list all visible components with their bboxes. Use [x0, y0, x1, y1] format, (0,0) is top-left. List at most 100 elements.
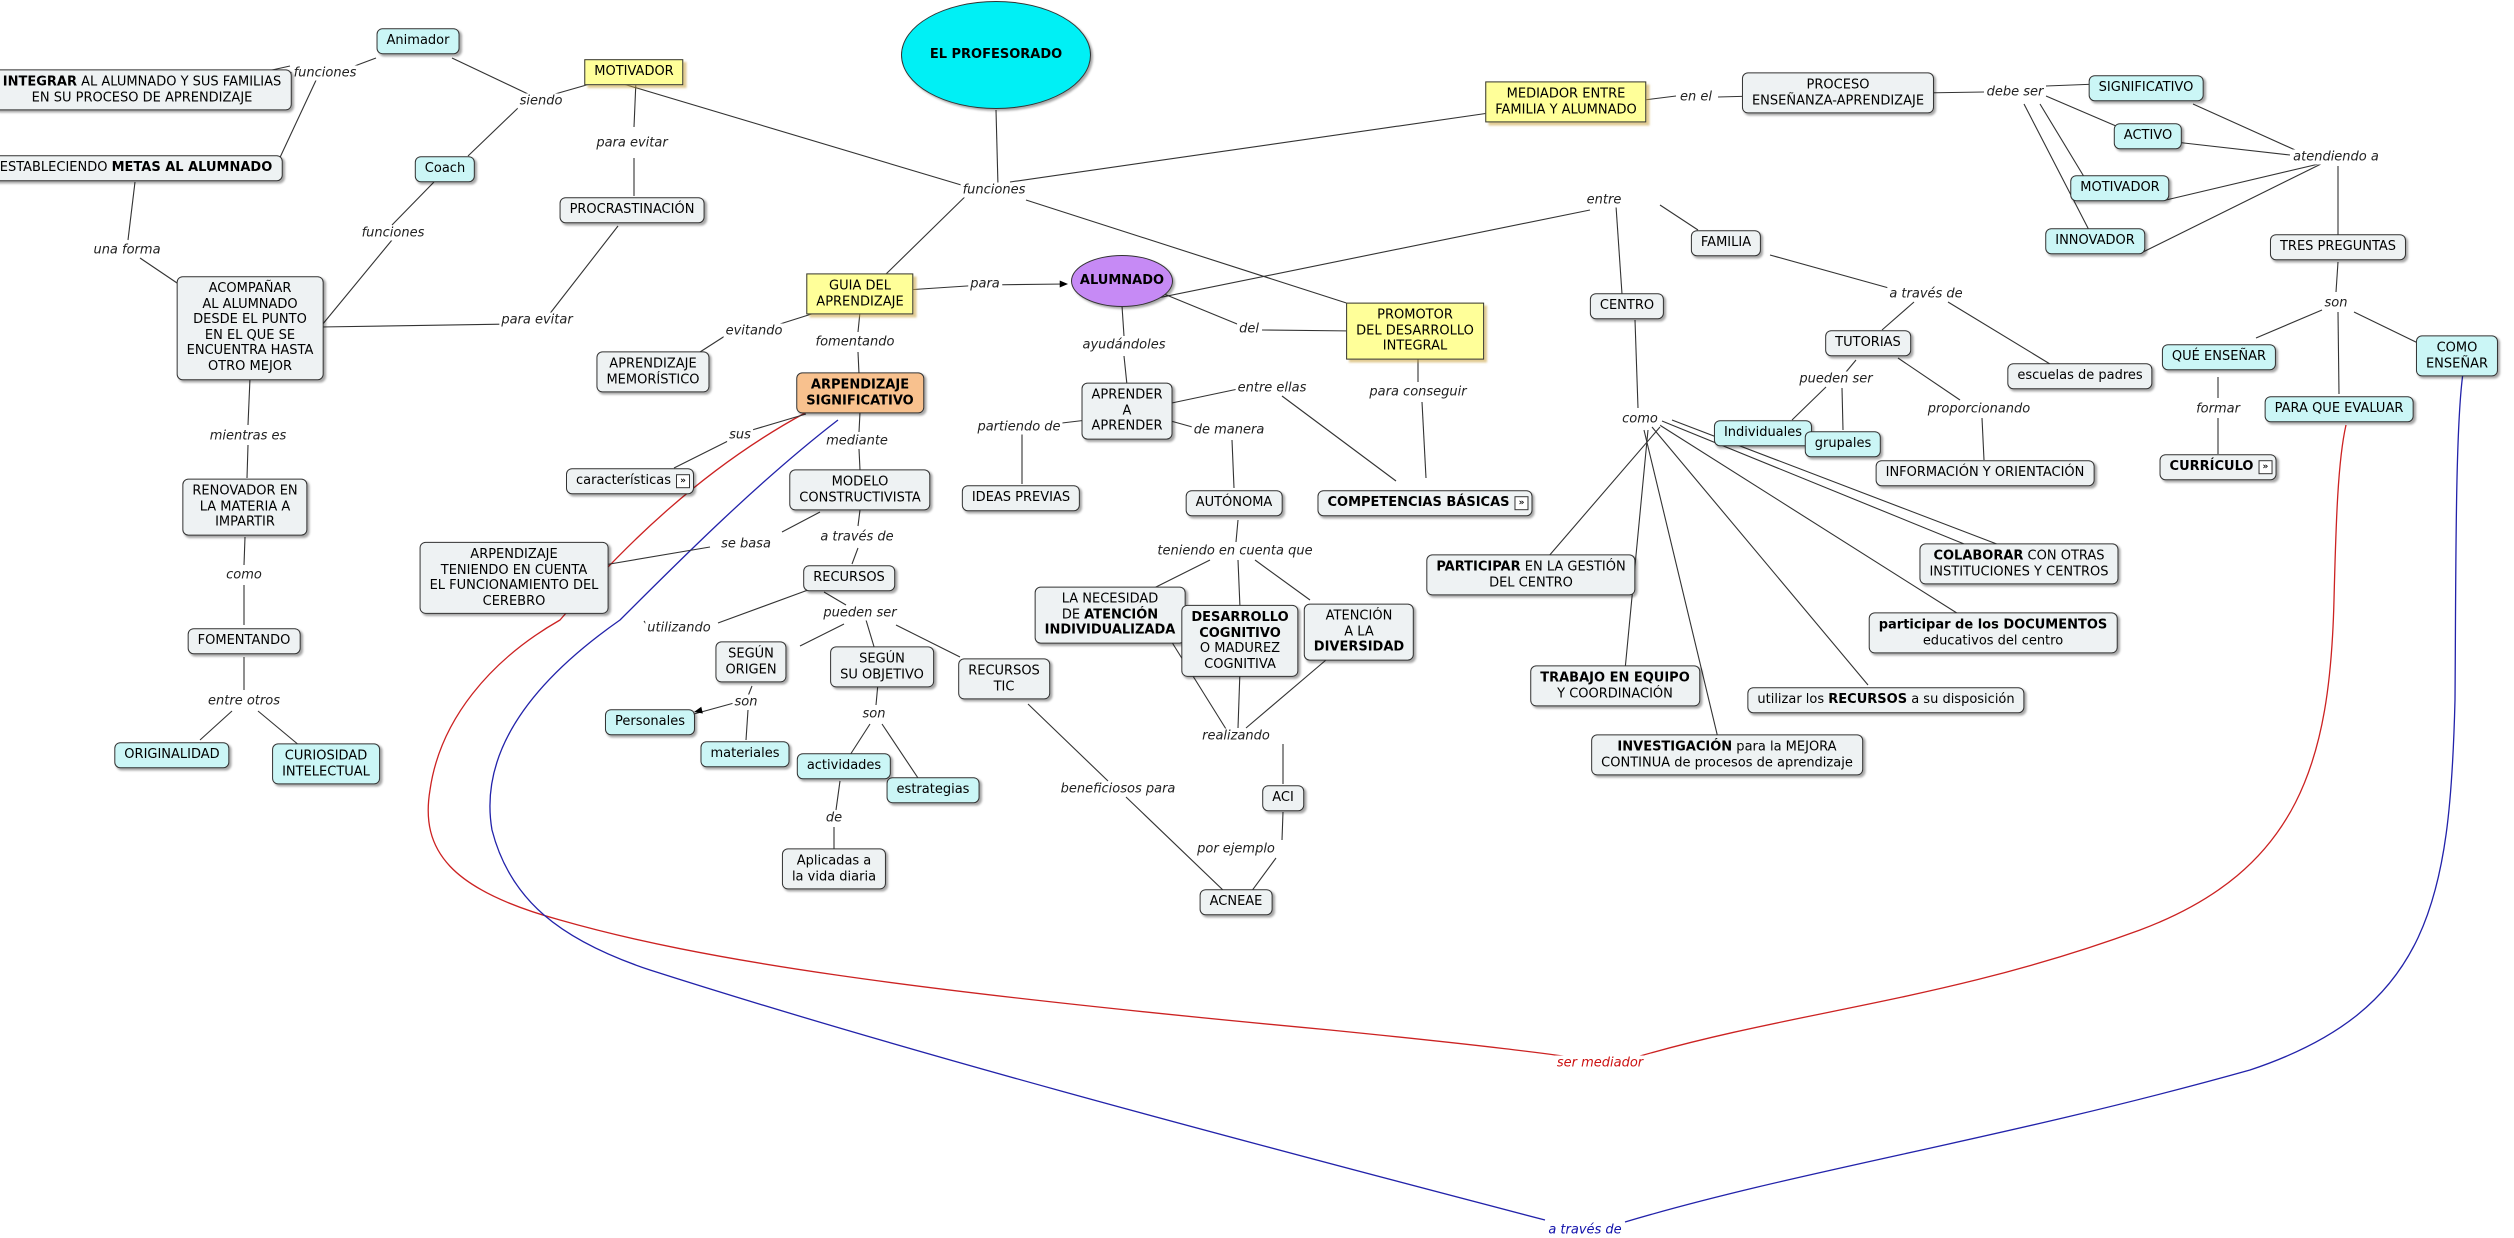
concept-node-utilizar[interactable]: utilizar los RECURSOS a su disposición: [1747, 687, 2025, 713]
connector-line: [247, 377, 251, 426]
concept-node-aplicadas[interactable]: Aplicadas a la vida diaria: [781, 848, 887, 890]
concept-node-desarrollo[interactable]: DESARROLLO COGNITIVO O MADUREZ COGNITIVA: [1181, 604, 1299, 678]
concept-node-promotor[interactable]: PROMOTOR DEL DESARROLLO INTEGRAL: [1346, 302, 1484, 360]
linking-phrase: en el: [1678, 89, 1714, 105]
concept-node-grupales[interactable]: grupales: [1804, 431, 1882, 457]
concept-label: TRES PREGUNTAS: [2279, 239, 2397, 255]
connector-line: [1643, 429, 1719, 739]
concept-node-modelo[interactable]: MODELO CONSTRUCTIVISTA: [789, 469, 931, 511]
concept-node-curiosidad[interactable]: CURIOSIDAD INTELECTUAL: [272, 743, 380, 785]
expand-submap-icon[interactable]: »: [2258, 460, 2273, 474]
concept-node-estrategias[interactable]: estrategias: [886, 777, 980, 803]
concept-node-motivador2[interactable]: MOTIVADOR: [2070, 175, 2170, 201]
concept-node-significativo2[interactable]: SIGNIFICATIVO: [2088, 75, 2204, 101]
concept-label-rest: educativos del centro: [1922, 633, 2064, 648]
linking-phrase: mediante: [824, 433, 890, 449]
concept-node-motivador[interactable]: MOTIVADOR: [584, 59, 684, 85]
connector-line: [857, 509, 861, 527]
concept-label: Aplicadas a la vida diaria: [791, 853, 877, 884]
concept-label: ALUMNADO: [1079, 273, 1165, 289]
concept-label: ARPENDIZAJE SIGNIFICATIVO: [806, 377, 914, 408]
connector-line: [1643, 95, 1677, 101]
concept-node-personales[interactable]: Personales: [604, 709, 696, 735]
linking-phrase: ser mediador: [1554, 1055, 1646, 1071]
concept-node-renovador[interactable]: RENOVADOR EN LA MATERIA A IMPARTIR: [182, 478, 308, 536]
connector-line: [881, 723, 923, 785]
expand-submap-icon[interactable]: »: [1514, 496, 1529, 510]
concept-node-alumnado[interactable]: ALUMNADO: [1071, 255, 1173, 307]
concept-node-autonoma[interactable]: AUTÓNOMA: [1185, 490, 1283, 516]
concept-node-cerebro[interactable]: ARPENDIZAJE TENIENDO EN CUENTA EL FUNCIO…: [419, 541, 609, 615]
concept-node-escuelas[interactable]: escuelas de padres: [2007, 363, 2153, 389]
concept-node-coach[interactable]: Coach: [414, 156, 476, 182]
concept-node-trabajo[interactable]: TRABAJO EN EQUIPO Y COORDINACIÓN: [1530, 665, 1700, 707]
concept-node-segun_objetivo[interactable]: SEGÚN SU OBJETIVO: [830, 646, 934, 688]
concept-label: PROCESO ENSEÑANZA-APRENDIZAJE: [1751, 77, 1925, 108]
concept-node-familia[interactable]: FAMILIA: [1690, 230, 1762, 256]
concept-node-individuales[interactable]: Individuales: [1713, 420, 1813, 446]
linking-phrase: utilizando: [645, 620, 713, 636]
connector-line: [1615, 205, 1623, 295]
concept-node-competencias[interactable]: COMPETENCIAS BÁSICAS»: [1317, 490, 1533, 516]
concept-node-animador[interactable]: Animador: [376, 28, 460, 54]
concept-label: ARPENDIZAJE TENIENDO EN CUENTA EL FUNCIO…: [429, 546, 599, 609]
concept-node-informacion[interactable]: INFORMACIÓN Y ORIENTACIÓN: [1875, 460, 2095, 486]
concept-node-centro[interactable]: CENTRO: [1589, 293, 1665, 319]
concept-label-emphasis: TRABAJO EN EQUIPO: [1540, 670, 1690, 686]
linking-phrase: para: [968, 276, 1002, 292]
connector-line: [1651, 426, 1869, 686]
concept-label-emphasis: ATENCIÓN INDIVIDUALIZADA: [1044, 607, 1176, 638]
concept-node-recursos[interactable]: RECURSOS: [803, 565, 895, 591]
concept-node-guia[interactable]: GUIA DEL APRENDIZAJE: [806, 273, 914, 315]
concept-node-mediador[interactable]: MEDIADOR ENTRE FAMILIA Y ALUMNADO: [1485, 81, 1647, 123]
concept-node-segun_origen[interactable]: SEGÚN ORIGEN: [715, 641, 787, 683]
linking-phrase: ayudándoles: [1080, 337, 1168, 353]
concept-label: RENOVADOR EN LA MATERIA A IMPARTIR: [192, 483, 298, 530]
expand-submap-icon[interactable]: »: [676, 474, 690, 488]
connector-line: [1137, 209, 1591, 303]
concept-node-documentos[interactable]: participar de los DOCUMENTOS educativos …: [1868, 612, 2118, 654]
concept-node-como_ensenar[interactable]: COMO ENSEÑAR: [2415, 335, 2499, 377]
connector-line: [895, 624, 961, 658]
concept-node-activo[interactable]: ACTIVO: [2113, 123, 2183, 149]
concept-node-curriculo[interactable]: CURRÍCULO»: [2159, 454, 2277, 480]
concept-node-diversidad[interactable]: ATENCIÓN A LA DIVERSIDAD: [1303, 603, 1415, 661]
connector-line: [1123, 355, 1128, 386]
concept-node-necesidad[interactable]: LA NECESIDAD DE ATENCIÓN INDIVIDUALIZADA: [1034, 586, 1186, 644]
concept-node-que_ensenar[interactable]: QUÉ ENSEÑAR: [2161, 344, 2277, 370]
linking-phrase: evitando: [723, 323, 785, 339]
concept-node-participar[interactable]: PARTICIPAR EN LA GESTIÓN DEL CENTRO: [1426, 554, 1636, 596]
concept-label-prefix: ESTABLECIENDO: [0, 160, 112, 176]
concept-node-acneae[interactable]: ACNEAE: [1199, 889, 1273, 915]
concept-node-proceso[interactable]: PROCESO ENSEÑANZA-APRENDIZAJE: [1741, 72, 1935, 114]
concept-node-para_que_evaluar[interactable]: PARA QUE EVALUAR: [2264, 396, 2414, 422]
concept-node-ideas_previas[interactable]: IDEAS PREVIAS: [961, 485, 1081, 511]
concept-node-procrastinacion[interactable]: PROCRASTINACIÓN: [559, 197, 705, 223]
concept-node-memoristico[interactable]: APRENDIZAJE MEMORÍSTICO: [596, 351, 710, 393]
concept-node-caracteristicas[interactable]: características»: [566, 468, 694, 494]
concept-node-tutorias[interactable]: TUTORIAS: [1825, 330, 1911, 356]
linking-phrase: son: [2322, 295, 2350, 311]
concept-node-colaborar[interactable]: COLABORAR CON OTRAS INSTITUCIONES Y CENT…: [1919, 543, 2119, 585]
linking-phrase: partiendo de: [975, 419, 1063, 435]
connector-line: [2337, 311, 2340, 395]
concept-node-acompanar[interactable]: ACOMPAÑAR AL ALUMNADO DESDE EL PUNTO EN …: [176, 276, 324, 380]
concept-node-profesorado[interactable]: EL PROFESORADO: [901, 1, 1091, 109]
connector-line: [781, 511, 821, 533]
concept-node-materiales[interactable]: materiales: [700, 741, 790, 767]
concept-node-aprender[interactable]: APRENDER A APRENDER: [1081, 382, 1173, 440]
concept-node-aci[interactable]: ACI: [1262, 785, 1304, 811]
concept-label-emphasis: DESARROLLO COGNITIVO: [1191, 609, 1289, 641]
concept-node-investigacion[interactable]: INVESTIGACIÓN para la MEJORA CONTINUA de…: [1591, 734, 1863, 776]
concept-node-integrar[interactable]: INTEGRAR AL ALUMNADO Y SUS FAMILIAS EN S…: [0, 69, 292, 111]
concept-node-originalidad[interactable]: ORIGINALIDAD: [114, 742, 230, 768]
concept-node-tres_preguntas[interactable]: TRES PREGUNTAS: [2269, 234, 2407, 260]
concept-node-innovador[interactable]: INNOVADOR: [2045, 228, 2145, 254]
concept-node-actividades[interactable]: actividades: [796, 753, 892, 779]
concept-node-recursos_tic[interactable]: RECURSOS TIC: [958, 658, 1050, 700]
concept-node-metas[interactable]: ESTABLECIENDO METAS AL ALUMNADO: [0, 155, 283, 181]
concept-node-fomentando[interactable]: FOMENTANDO: [187, 628, 301, 654]
concept-label: COMO ENSEÑAR: [2425, 340, 2489, 371]
linking-phrase: entre ellas: [1235, 380, 1309, 396]
concept-node-significativo[interactable]: ARPENDIZAJE SIGNIFICATIVO: [796, 372, 924, 414]
